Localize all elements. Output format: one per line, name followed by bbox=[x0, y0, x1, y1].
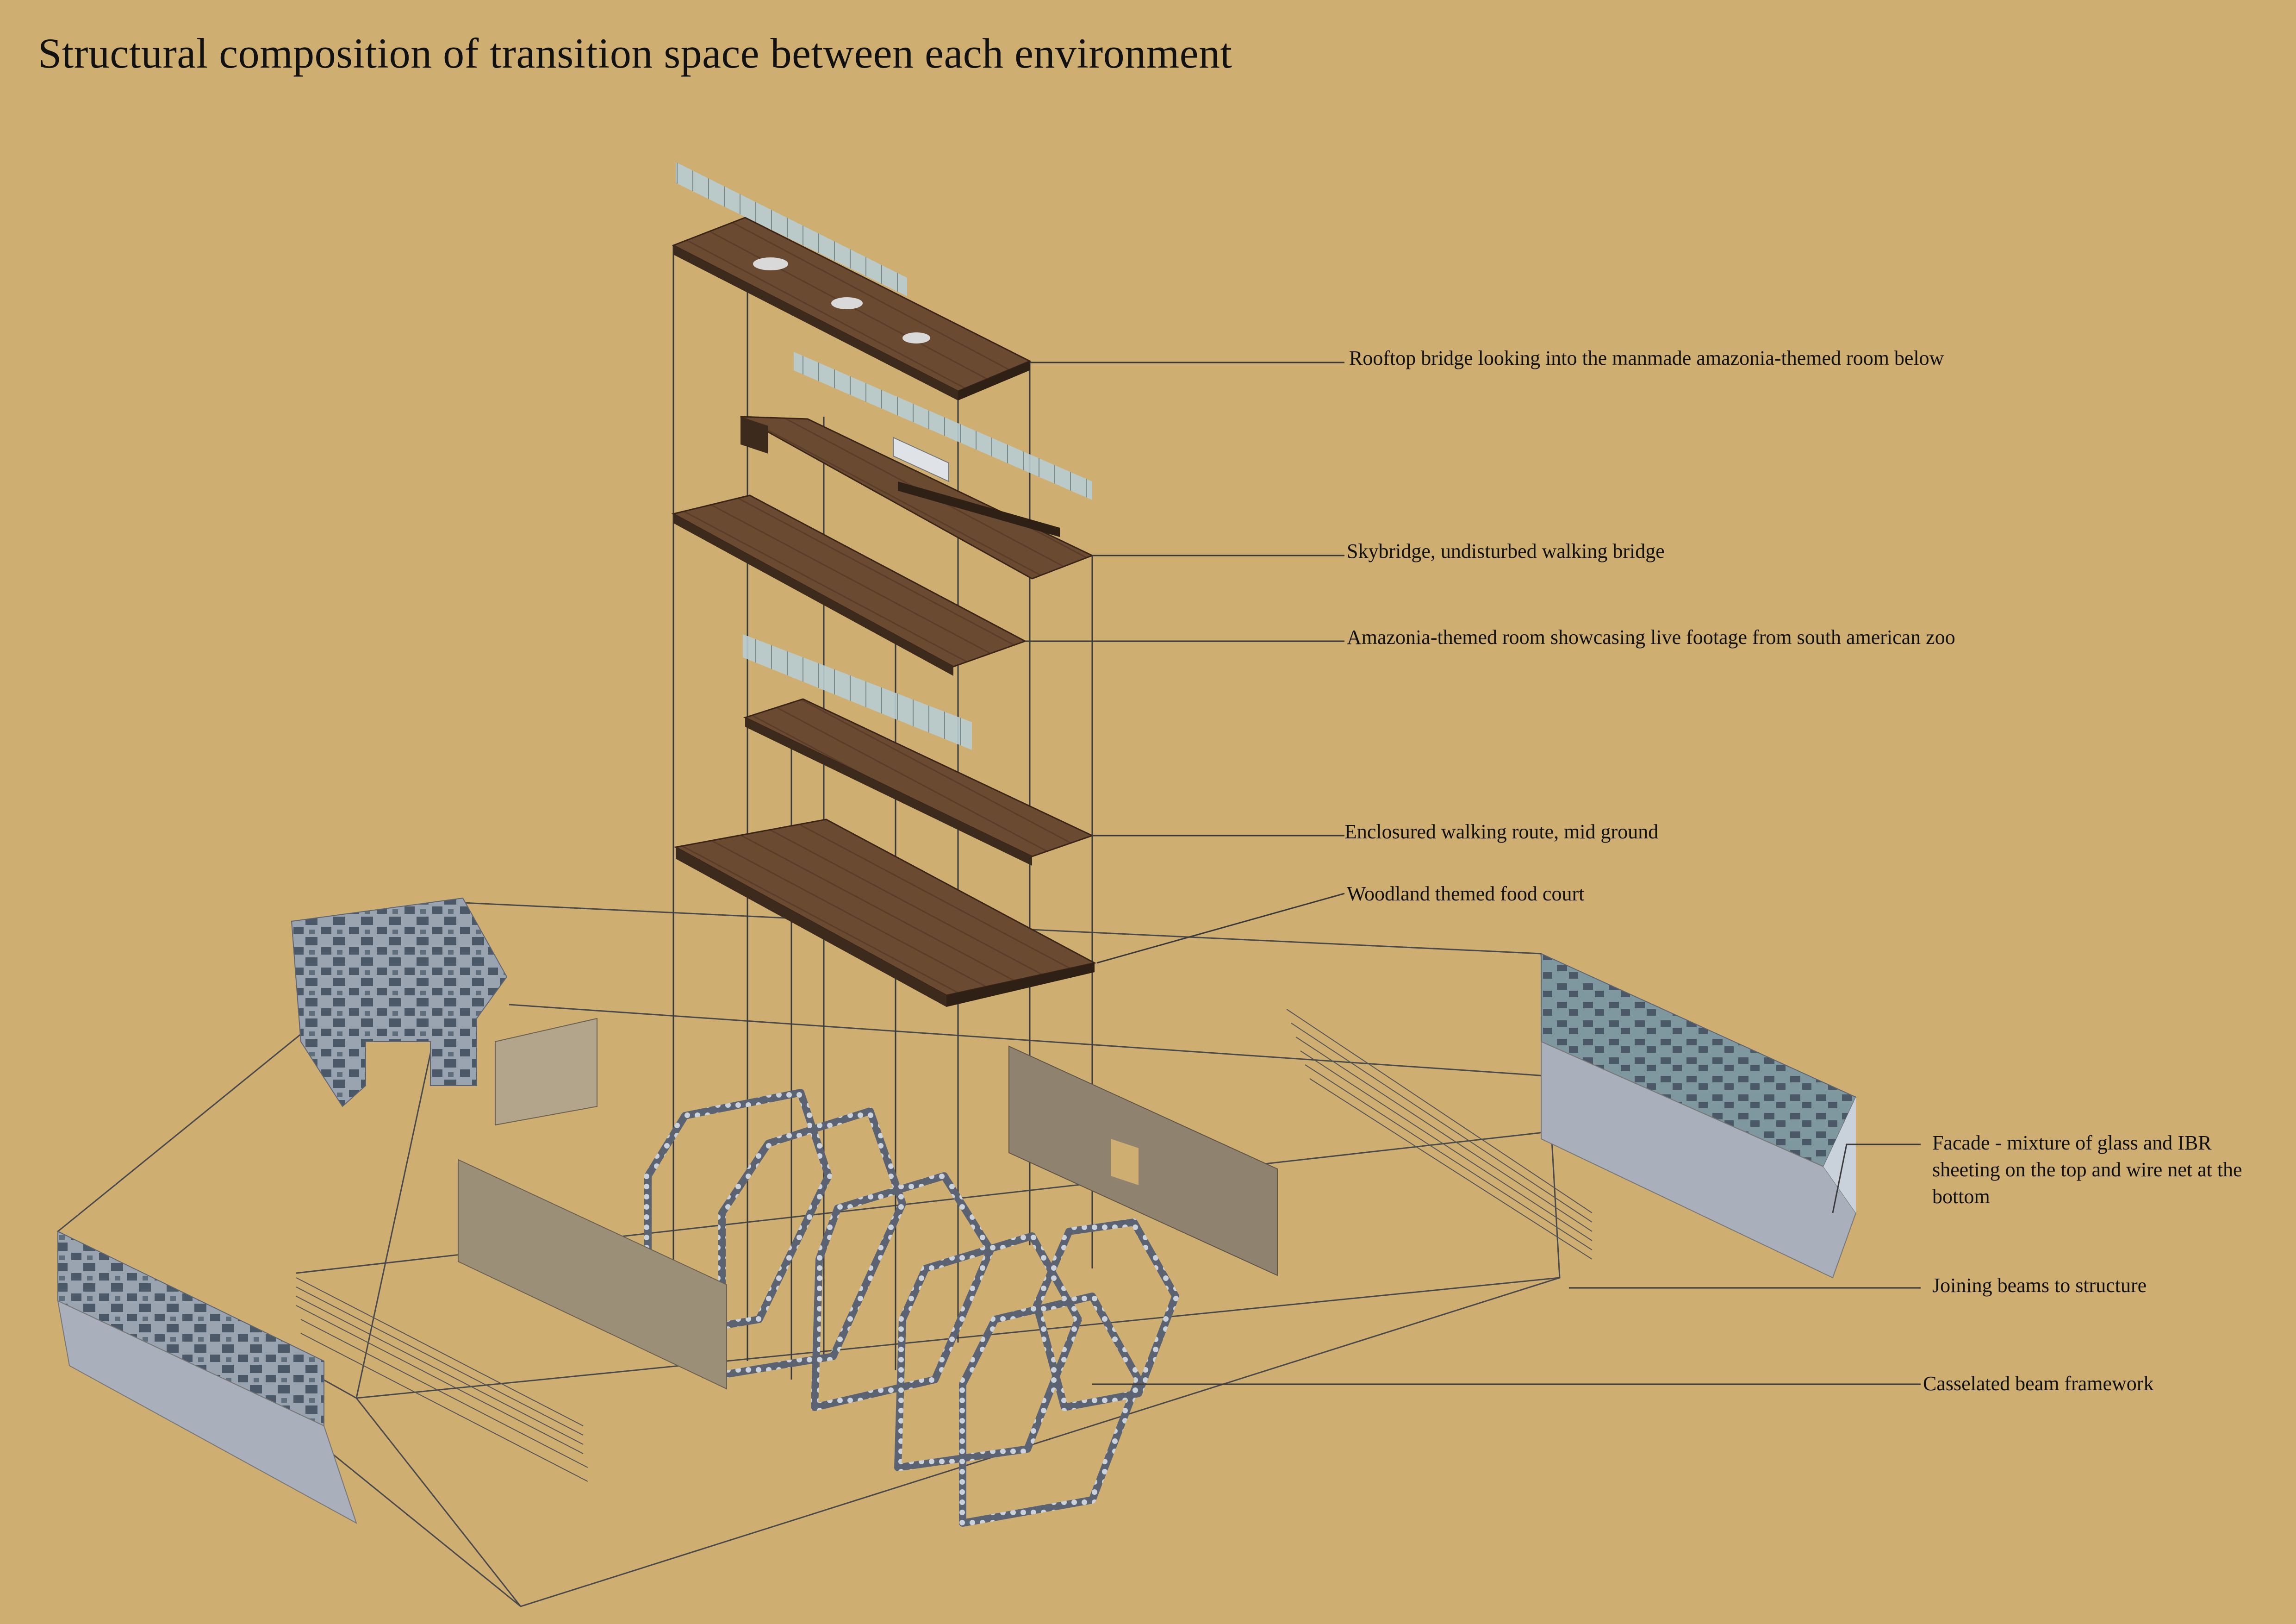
skybridge bbox=[740, 352, 1094, 580]
label-amazonia-room: Amazonia-themed room showcasing live foo… bbox=[1347, 626, 1955, 649]
facade-left-lower bbox=[57, 1230, 357, 1524]
label-enclosured-route: Enclosured walking route, mid ground bbox=[1344, 820, 1659, 843]
label-woodland-food-court: Woodland themed food court bbox=[1347, 882, 1585, 905]
leader-lines bbox=[1025, 362, 1921, 1385]
label-facade: Facade - mixture of glass and IBR sheeti… bbox=[1932, 1131, 2242, 1208]
label-skybridge: Skybridge, undisturbed walking bridge bbox=[1347, 540, 1665, 562]
label-joining-beams: Joining beams to structure bbox=[1932, 1274, 2147, 1297]
skybridge-pod bbox=[893, 437, 949, 482]
label-casselated-beam: Casselated beam framework bbox=[1923, 1372, 2154, 1395]
leader-line-woodland bbox=[1096, 893, 1345, 964]
partition-walls bbox=[458, 1018, 1278, 1390]
casselated-beam-framework bbox=[644, 1089, 1179, 1527]
glass-balustrade bbox=[743, 634, 972, 750]
roof-opening bbox=[831, 297, 863, 309]
page-title: Structural composition of transition spa… bbox=[38, 30, 1232, 77]
facade-right bbox=[1541, 953, 1857, 1279]
roof-opening bbox=[753, 257, 788, 270]
leader-line-facade bbox=[1832, 1143, 1921, 1213]
glass-balustrade bbox=[794, 352, 1092, 500]
woodland-food-court-floor bbox=[673, 818, 1097, 1007]
label-rooftop-bridge: Rooftop bridge looking into the manmade … bbox=[1349, 347, 1944, 369]
facade-left-upper bbox=[291, 897, 508, 1107]
rooftop-bridge bbox=[672, 162, 1032, 400]
enclosured-walking-route bbox=[743, 634, 1094, 866]
glass-balustrade bbox=[676, 162, 907, 296]
joining-beams bbox=[296, 1009, 1593, 1482]
roof-opening bbox=[902, 332, 930, 344]
